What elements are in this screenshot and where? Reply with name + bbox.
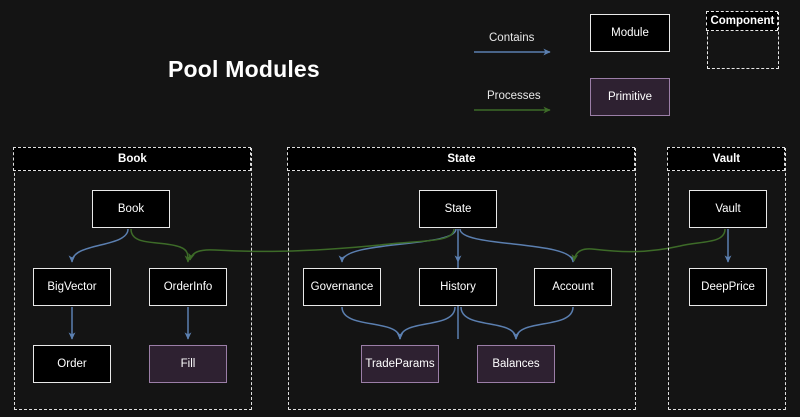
node-account[interactable]: Account [534, 268, 612, 306]
group-state[interactable]: State [287, 147, 636, 410]
legend-component-box: Component [706, 11, 779, 69]
page-title: Pool Modules [168, 56, 320, 82]
group-book[interactable]: Book [13, 147, 252, 410]
group-header-vault: Vault [667, 147, 786, 172]
legend-module-box: Module [590, 14, 670, 52]
group-header-state: State [287, 147, 636, 172]
node-balances[interactable]: Balances [477, 345, 555, 383]
legend-contains-label: Contains [489, 32, 535, 44]
group-vault[interactable]: Vault [667, 147, 786, 410]
legend-contains-arrow-icon [474, 48, 551, 56]
node-book-node[interactable]: Book [92, 190, 170, 228]
group-header-book: Book [13, 147, 252, 172]
node-orderinfo[interactable]: OrderInfo [149, 268, 227, 306]
legend-component-label: Component [706, 11, 779, 32]
legend-processes-label: Processes [487, 90, 541, 102]
node-bigvector[interactable]: BigVector [33, 268, 111, 306]
node-deepprice[interactable]: DeepPrice [689, 268, 767, 306]
node-history[interactable]: History [419, 268, 497, 306]
node-order[interactable]: Order [33, 345, 111, 383]
node-state-node[interactable]: State [419, 190, 497, 228]
legend-primitive-box: Primitive [590, 78, 670, 116]
legend-processes-arrow-icon [474, 106, 551, 114]
node-governance[interactable]: Governance [303, 268, 381, 306]
node-tradeparams[interactable]: TradeParams [361, 345, 439, 383]
node-fill[interactable]: Fill [149, 345, 227, 383]
node-vault-node[interactable]: Vault [689, 190, 767, 228]
